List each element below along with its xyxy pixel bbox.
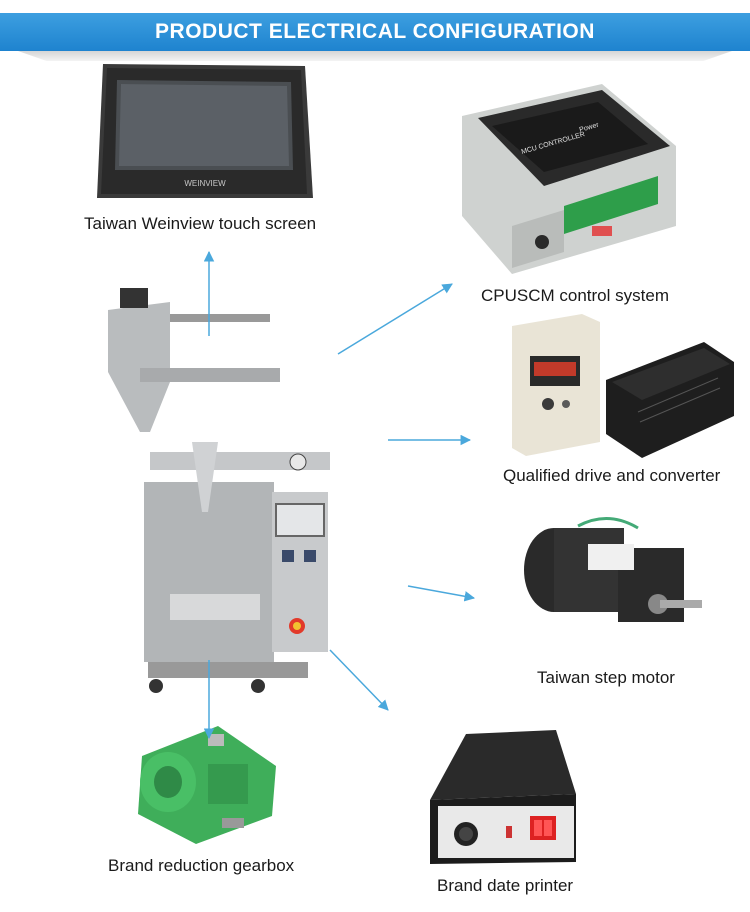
date-printer-label: Brand date printer [437,876,574,895]
control-system-label: CPUSCM control system [481,286,669,305]
packing-machine-image [100,282,340,700]
banner-bar [0,13,750,51]
touch-screen-image: WEINVIEW [95,62,315,202]
arrow-step-motor [407,585,476,602]
arrow-control-system [337,283,453,355]
drive-converter-image [508,312,738,460]
touch-screen-label: Taiwan Weinview touch screen [84,214,317,233]
banner-title: PRODUCT ELECTRICAL CONFIGURATION [155,20,595,43]
gearbox-image [122,720,282,850]
arrow-date-printer [329,649,389,711]
control-system-image: MCU CONTROLLER Power [452,76,684,276]
gearbox-label: Brand reduction gearbox [108,856,295,875]
step-motor-image [518,514,704,642]
header-banner: PRODUCT ELECTRICAL CONFIGURATION [0,0,750,62]
drive-converter-label: Qualified drive and converter [503,466,721,485]
weinview-logo: WEINVIEW [184,179,226,188]
banner-shadow [18,51,732,61]
date-printer-image [426,724,582,866]
step-motor-label: Taiwan step motor [537,668,675,687]
